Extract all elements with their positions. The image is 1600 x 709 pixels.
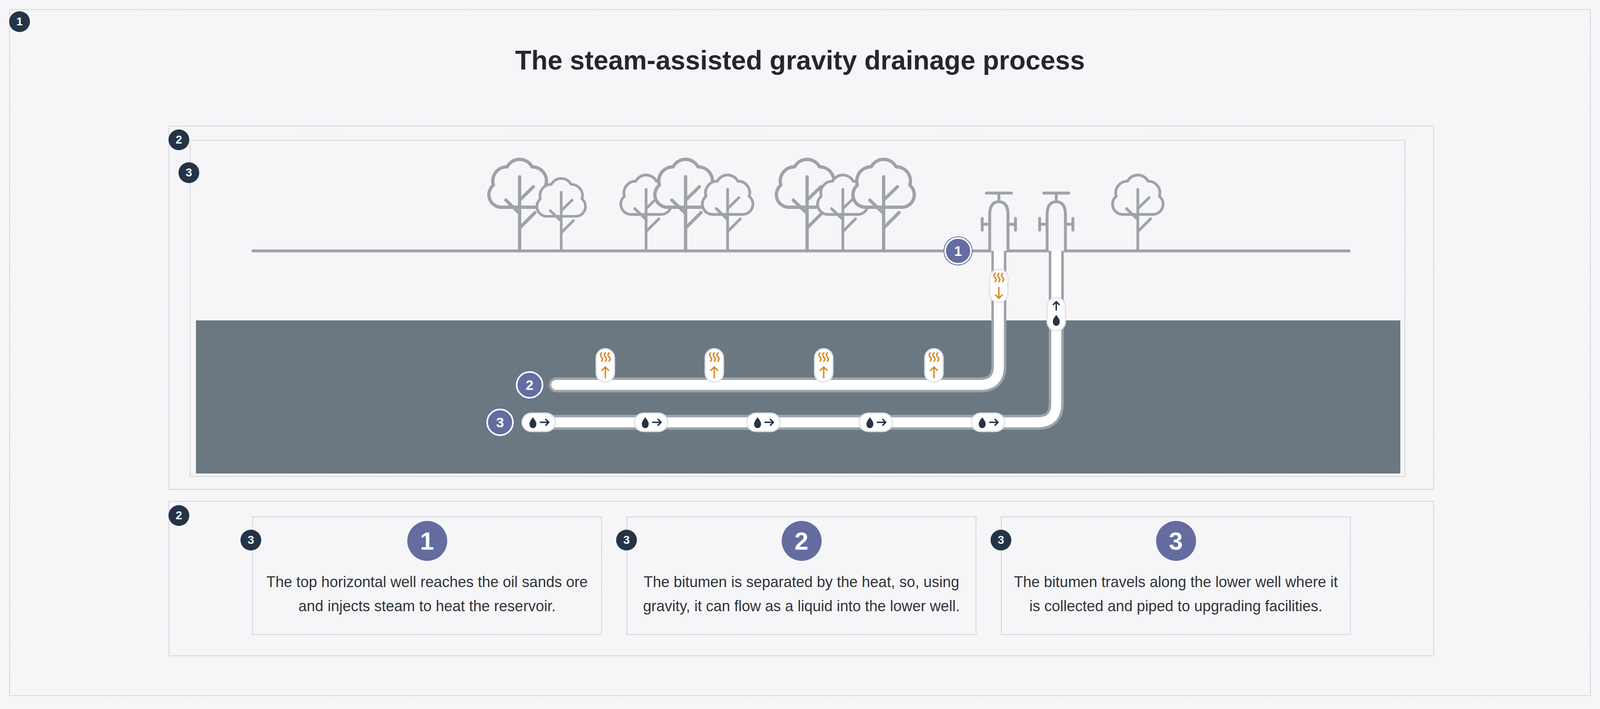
callout-number: 1 (944, 237, 972, 265)
level-marker: 3 (240, 529, 262, 551)
level-marker: 1 (9, 11, 30, 33)
level-marker: 3 (616, 529, 637, 551)
step-card: 1The top horizontal well reaches the oil… (252, 516, 602, 635)
level-marker: 2 (168, 129, 190, 151)
level-marker: 3 (990, 529, 1012, 551)
callout-number: 3 (486, 408, 514, 436)
step-number: 3 (1156, 520, 1197, 561)
level-marker: 2 (168, 505, 190, 526)
diagram-title: The steam-assisted gravity drainage proc… (0, 44, 1600, 76)
step-number: 2 (781, 520, 822, 561)
step-card: 3The bitumen travels along the lower wel… (1000, 516, 1351, 635)
step-description: The bitumen is separated by the heat, so… (636, 569, 967, 618)
step-number: 1 (407, 520, 448, 561)
step-card: 2The bitumen is separated by the heat, s… (626, 516, 977, 635)
step-description: The bitumen travels along the lower well… (1010, 569, 1341, 618)
level-marker: 3 (178, 162, 200, 184)
step-description: The top horizontal well reaches the oil … (262, 569, 592, 618)
callout-number: 2 (515, 371, 544, 399)
